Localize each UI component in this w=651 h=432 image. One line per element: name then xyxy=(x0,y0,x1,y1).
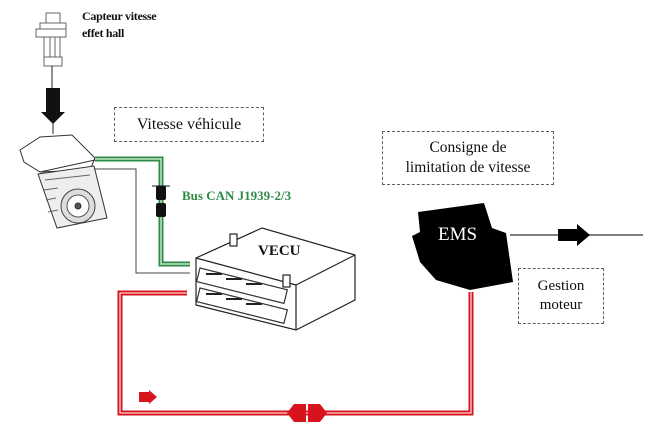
sensor-label: Capteur vitesse effet hall xyxy=(82,8,157,42)
ems-label: EMS xyxy=(438,224,478,245)
vehicle-speed-label: Vitesse véhicule xyxy=(136,115,242,133)
speed-limit-setpoint-box: Consigne de limitation de vitesse xyxy=(382,131,554,185)
engine-box-line1: Gestion xyxy=(537,278,585,294)
speed-module-icon xyxy=(19,134,108,229)
can-bus-label: Bus CAN J1939-2/3 xyxy=(182,188,292,203)
vehicle-speed-box: Vitesse véhicule xyxy=(114,107,264,142)
vecu-label: VECU xyxy=(258,243,301,259)
bidirectional-red-arrow-icon xyxy=(287,404,327,422)
red-arrow-right-icon xyxy=(139,390,157,404)
signal-wire xyxy=(94,168,190,274)
output-arrow-icon xyxy=(558,224,590,246)
sensor-label-line1: Capteur vitesse xyxy=(82,9,157,23)
ems-icon xyxy=(412,203,513,290)
speed-limit-line2: limitation de vitesse xyxy=(405,159,531,176)
red-link-line xyxy=(117,290,474,416)
engine-box-line2: moteur xyxy=(539,297,583,313)
engine-management-box: Gestion moteur xyxy=(518,268,604,324)
speed-limit-line1: Consigne de xyxy=(429,139,507,156)
sensor-label-line2: effet hall xyxy=(82,26,124,40)
down-arrow-icon xyxy=(41,88,65,134)
can-connector-icon xyxy=(152,185,170,217)
vecu-icon xyxy=(195,227,356,331)
hall-sensor-icon xyxy=(35,12,67,88)
can-bus-line xyxy=(95,156,190,267)
